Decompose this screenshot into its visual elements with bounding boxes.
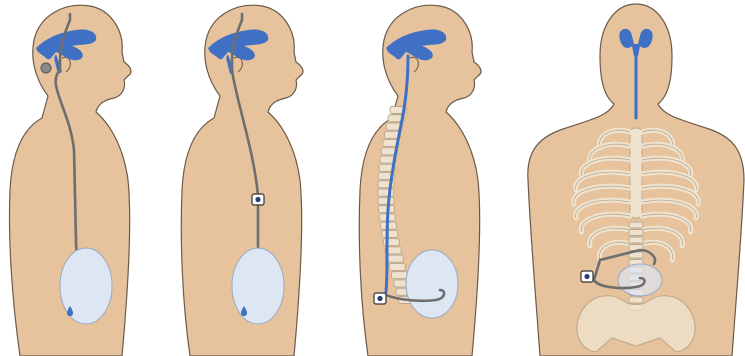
panel-1-profile	[9, 5, 130, 356]
panel-3-profile	[359, 5, 481, 356]
vertebra	[392, 272, 408, 279]
abdominal-cavity	[406, 250, 458, 318]
panel-4-frontal	[528, 4, 744, 356]
pelvis-icon	[577, 296, 695, 352]
vertebra	[382, 230, 398, 237]
valve-dot	[584, 274, 589, 279]
valve-dot	[377, 296, 382, 301]
vertebra	[629, 237, 643, 243]
valve-dot	[255, 197, 260, 202]
panel-2-profile	[181, 5, 303, 356]
vertebra	[629, 222, 643, 228]
vertebra	[629, 230, 643, 236]
abdominal-cavity	[232, 248, 284, 324]
stomach-cavity	[618, 264, 662, 296]
vertebra	[378, 197, 394, 204]
vertebra	[629, 297, 643, 303]
vertebra	[389, 263, 405, 270]
vertebra	[387, 255, 403, 262]
skull-reservoir-icon	[41, 63, 51, 73]
